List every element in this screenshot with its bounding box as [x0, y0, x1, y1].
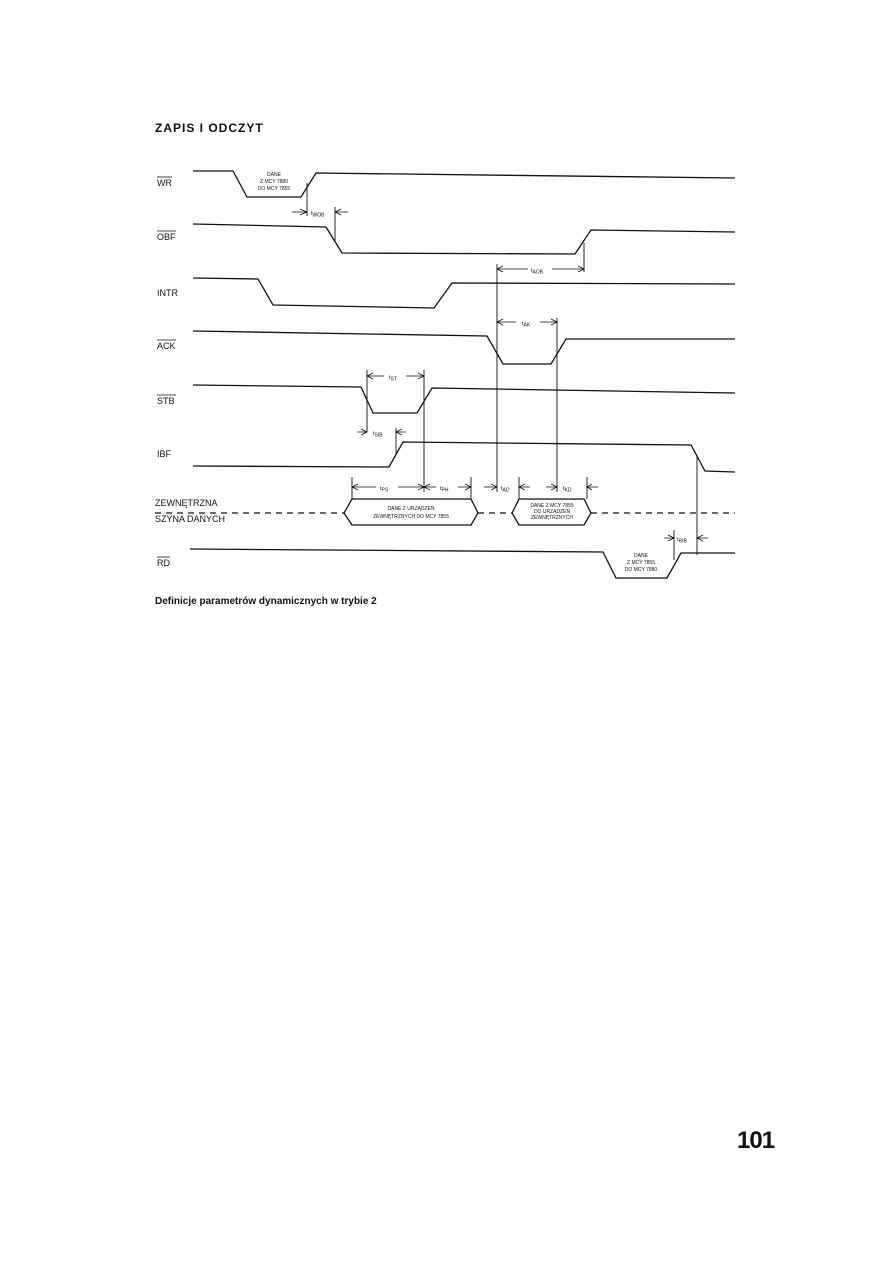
timing-label-ak: tAK [522, 321, 531, 329]
bus-in-data-line-1: DANE Z URZĄDZEŃ [388, 505, 435, 512]
timing-label-st: tST [389, 375, 397, 383]
signal-label-intr: INTR [157, 288, 178, 298]
intr-waveform [192, 277, 736, 309]
timing-label-aob: tAOB [531, 268, 544, 276]
signal-label-bus-2: SZYNA DANYCH [155, 514, 225, 524]
ibf-waveform [192, 441, 736, 473]
wr-data-line-2: Z MCY 7880 [260, 179, 288, 185]
timing-label-sib: tSIB [373, 431, 383, 439]
arrow-wob [292, 208, 348, 216]
page-number: 101 [737, 1127, 775, 1154]
timing-label-ph: tPH [440, 486, 449, 494]
signal-label-obf: OBF [157, 232, 176, 242]
rd-data-line-1: DANE [634, 553, 649, 559]
page-title: ZAPIS I ODCZYT [155, 121, 264, 135]
arrow-ak [496, 318, 558, 326]
timing-label-kd: tKD [563, 486, 572, 494]
arrow-rib [664, 534, 708, 542]
signal-label-bus-1: ZEWNĘTRZNA [155, 498, 218, 508]
bus-out-data-line-3: ZEWNĘTRZNYCH [531, 515, 573, 521]
signal-label-stb: STB [157, 396, 175, 406]
figure-caption: Definicje parametrów dynamicznych w tryb… [155, 596, 377, 607]
arrow-sib [357, 428, 406, 436]
bus-in-data-line-2: ZEWNĘTRZNYCH DO MCY 7855 [373, 514, 449, 520]
signal-label-wr: WR [157, 178, 172, 188]
signal-label-ibf: IBF [157, 449, 172, 459]
bus-out-data-line-1: DANE Z MCY 7855 [530, 503, 573, 509]
rd-waveform [189, 548, 735, 579]
arrow-st [366, 372, 425, 380]
rd-data-line-2: Z MCY 7855 [627, 560, 655, 566]
timing-label-wob: tWOB [311, 211, 325, 219]
timing-label-rib: tRIB [677, 537, 688, 545]
timing-label-ad: tAD [501, 486, 510, 494]
bus-data-box-in [343, 498, 479, 526]
arrow-ps [351, 483, 425, 491]
bus-out-data-line-2: DO URZĄDZEŃ [534, 508, 571, 515]
arrow-ad [484, 483, 530, 491]
stb-waveform [192, 384, 736, 414]
wr-data-line-1: DANE [267, 172, 282, 178]
arrow-kd [546, 483, 598, 491]
rd-data-line-3: DO MCY 7880 [625, 567, 658, 573]
timing-label-ps: tPS [380, 486, 389, 494]
signal-label-rd: RD [157, 558, 170, 568]
signal-label-ack: ACK [157, 341, 176, 351]
ack-waveform [192, 330, 735, 365]
wr-data-line-3: DO MCY 7855 [258, 186, 291, 192]
wr-waveform [193, 170, 736, 198]
arrow-ph [423, 483, 472, 491]
obf-waveform [192, 223, 736, 255]
arrow-aob [496, 265, 585, 273]
